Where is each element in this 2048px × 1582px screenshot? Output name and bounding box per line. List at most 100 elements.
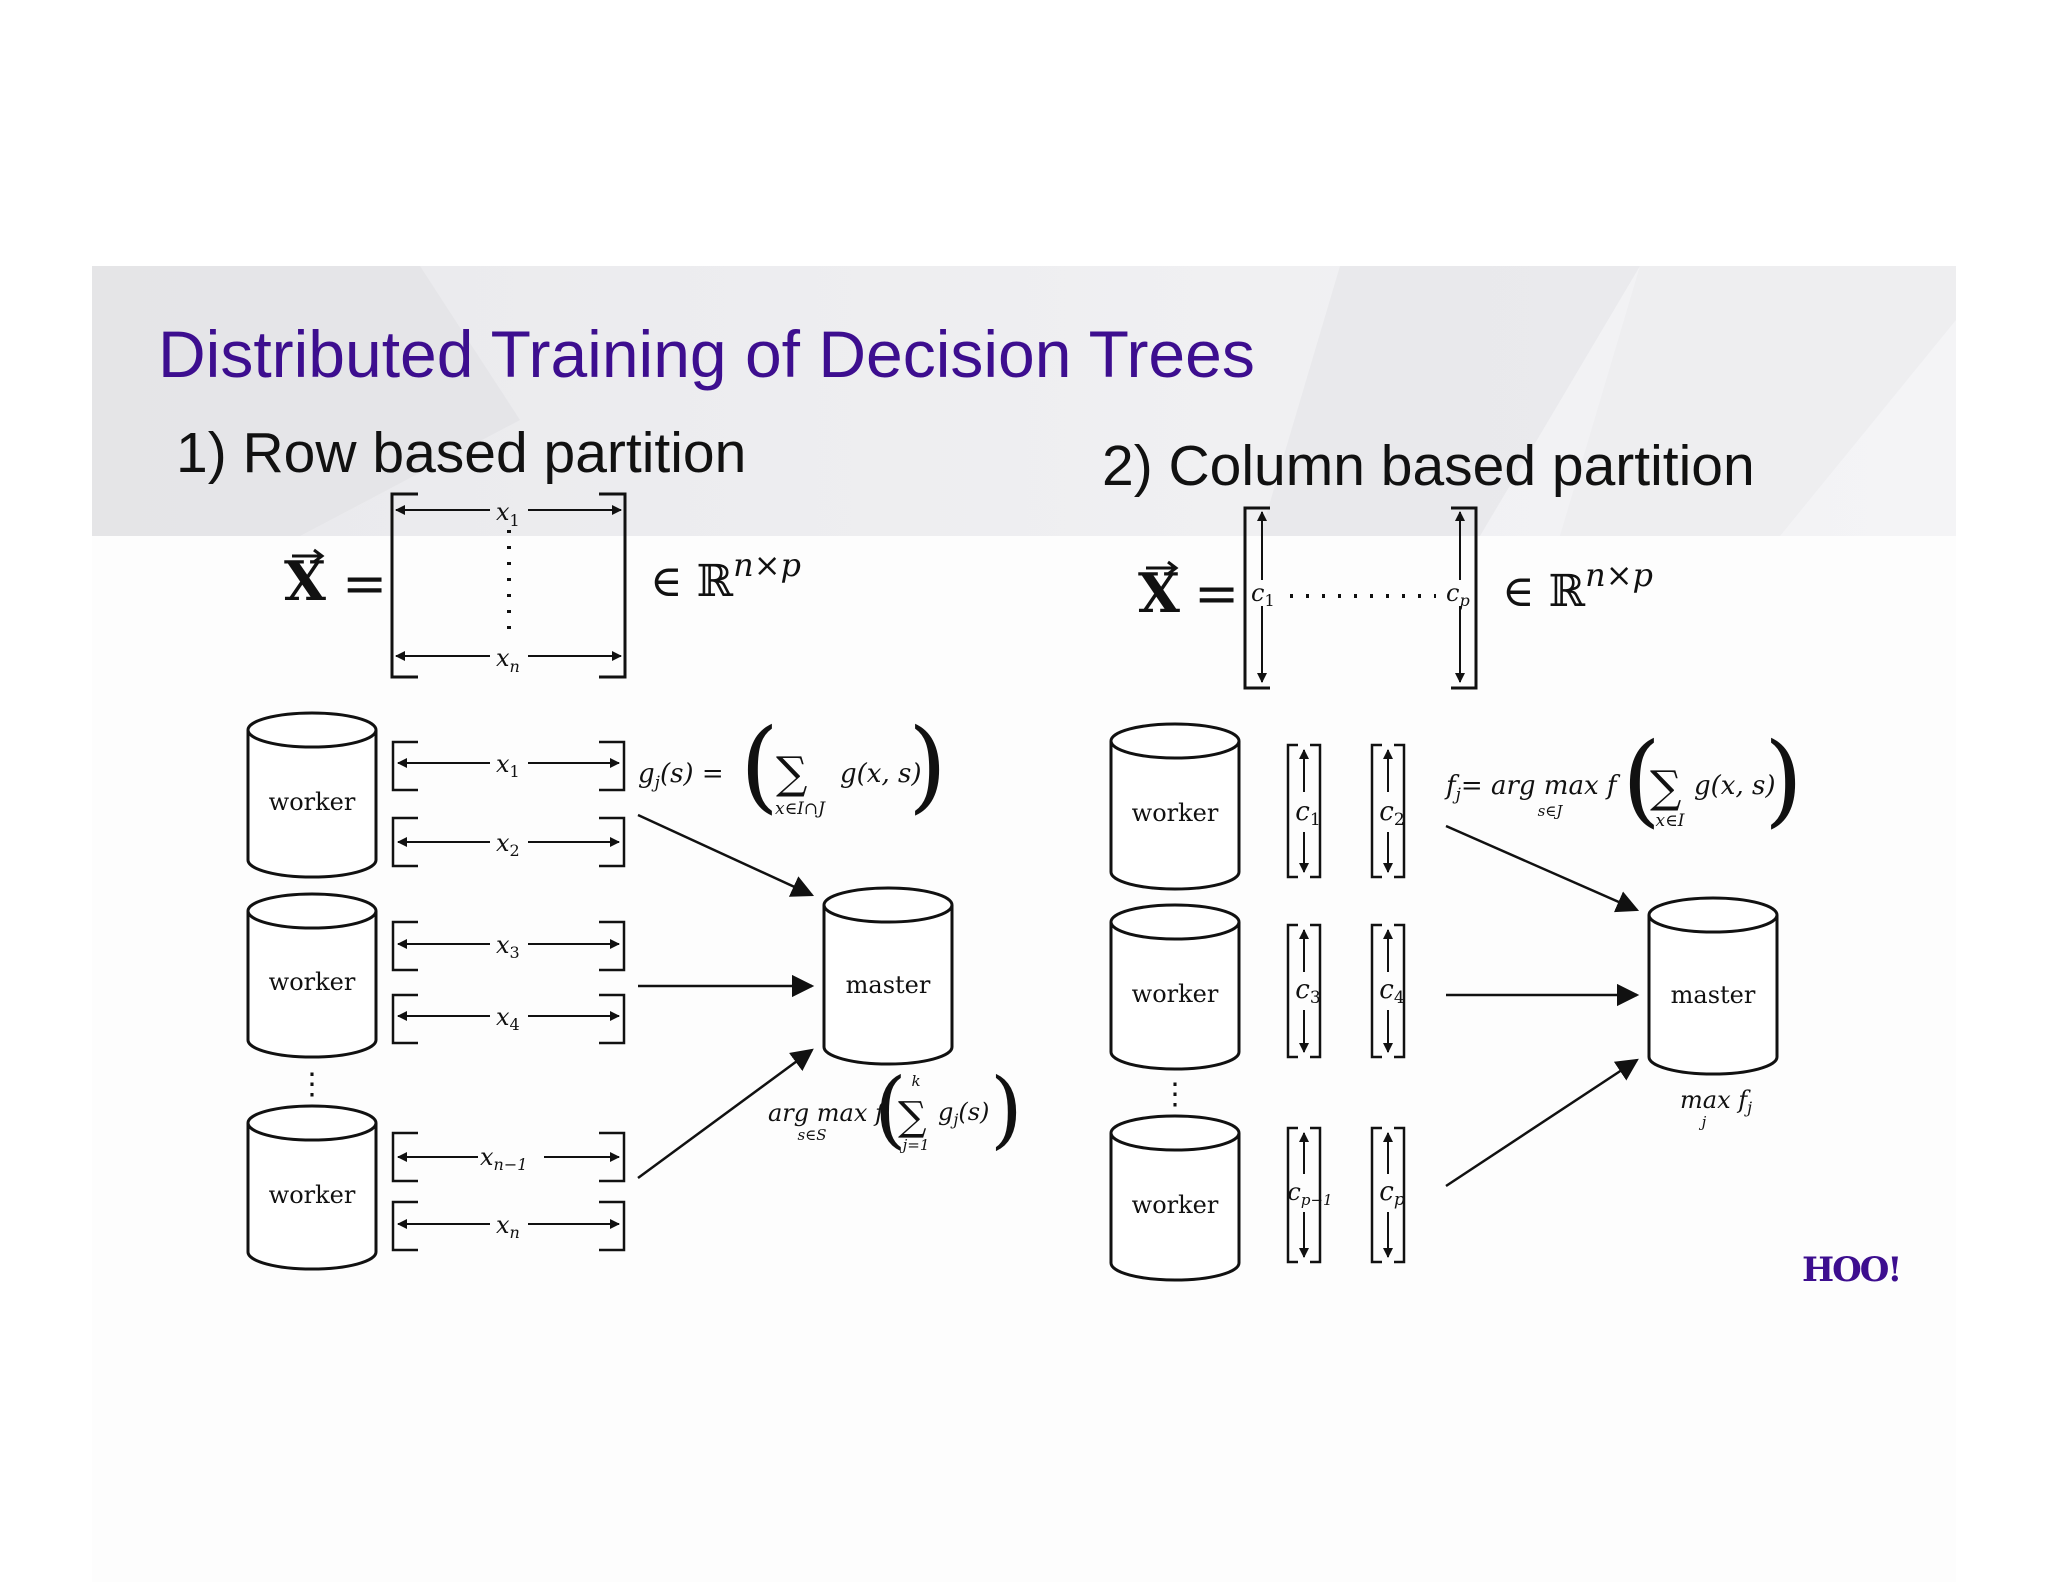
svg-text:∈ ℝn×p: ∈ ℝn×p xyxy=(1502,556,1653,617)
col-var: c xyxy=(1295,797,1310,827)
matrix-col-first: c xyxy=(1251,579,1264,607)
sum-under: x∈I∩J xyxy=(775,799,826,819)
row-var: x xyxy=(496,1211,510,1239)
svg-text:xn: xn xyxy=(496,1211,520,1242)
column-formula-fj: fj= arg max f s∈J ( ∑ x∈I g(x, s) ) xyxy=(1444,721,1803,838)
max-op: max f xyxy=(1680,1086,1751,1114)
vdots: ⋮ xyxy=(297,1067,327,1102)
formula-term: g(x, s) xyxy=(840,759,921,789)
svg-text:cp: cp xyxy=(1379,1177,1405,1210)
column-partition-panel: 2) Column based partition X = c1 cp ∈ ℝn… xyxy=(1102,434,1803,1282)
arrow-to-master xyxy=(637,1048,814,1180)
svg-text:): ) xyxy=(990,1060,1023,1158)
col-sub: 1 xyxy=(1310,810,1321,830)
svg-text:c1: c1 xyxy=(1295,797,1320,830)
worker-label: worker xyxy=(1132,980,1219,1008)
svg-text:x1: x1 xyxy=(496,498,520,530)
formula-lhs-sub: j xyxy=(1452,785,1462,805)
svg-text:cp: cp xyxy=(1446,579,1470,610)
svg-text:c4: c4 xyxy=(1379,975,1404,1008)
svg-text:x1: x1 xyxy=(496,750,520,781)
matrix-col-last: c xyxy=(1446,579,1459,607)
row-partition-xn-1: xn−1 xyxy=(391,1131,626,1183)
worker-label: worker xyxy=(269,968,356,996)
worker-label: worker xyxy=(1132,799,1219,827)
arrow-to-master xyxy=(637,813,815,897)
matrix-col-last-sub: p xyxy=(1459,591,1469,610)
row-worker-1: worker xyxy=(246,711,378,879)
row-formula-argmax: arg max f s∈S ( k ∑ j=1 gj(s) ) xyxy=(768,1060,1023,1158)
master-label: master xyxy=(846,971,931,999)
column-partition-c4: c4 xyxy=(1370,923,1406,1059)
argmax-under: s∈S xyxy=(797,1126,826,1144)
vector-arrow-icon xyxy=(292,548,325,564)
sum-symbol: ∑ xyxy=(898,1094,927,1140)
matrix-row-first-sub: 1 xyxy=(510,511,520,530)
formula-term-rest: (s) xyxy=(958,1098,989,1126)
col-var: c xyxy=(1295,975,1310,1005)
arrow-to-master xyxy=(1445,1058,1639,1188)
max-op-sub: j xyxy=(1744,1098,1752,1117)
worker-label: worker xyxy=(1132,1191,1219,1219)
formula-lhs-rest: (s) = xyxy=(660,759,724,789)
vdots: ⋮ xyxy=(1160,1077,1190,1112)
svg-text:xn−1: xn−1 xyxy=(480,1143,527,1174)
column-worker-2: worker xyxy=(1109,903,1241,1071)
svg-text:max fj: max fj xyxy=(1680,1086,1752,1117)
column-partition-c2: c2 xyxy=(1370,743,1406,879)
svg-text:): ) xyxy=(908,707,947,824)
column-partition-cp-1: cp−1 xyxy=(1286,1126,1333,1264)
formula-lhs: g xyxy=(638,759,655,789)
argmax-under: s∈J xyxy=(1538,802,1564,820)
matrix-set: ∈ ℝ xyxy=(1502,566,1586,617)
svg-text:x3: x3 xyxy=(496,931,520,962)
formula-term-sub: j xyxy=(950,1110,958,1129)
svg-text:): ) xyxy=(1764,721,1803,838)
formula-term: g xyxy=(938,1098,953,1126)
sum-symbol: ∑ xyxy=(776,748,807,799)
col-var: c xyxy=(1379,975,1394,1005)
matrix-set-dim: n×p xyxy=(1585,556,1653,594)
matrix-equals: = xyxy=(1194,562,1239,625)
col-var: c xyxy=(1287,1178,1300,1206)
vector-arrow-icon xyxy=(1146,560,1179,576)
matrix-left-bracket xyxy=(390,492,418,679)
arrow-to-master xyxy=(1445,824,1640,913)
matrix-set: ∈ ℝ xyxy=(650,556,734,607)
column-matrix: X = c1 cp ∈ ℝn×p xyxy=(1138,506,1653,690)
col-sub: p xyxy=(1394,1190,1405,1210)
matrix-right-bracket xyxy=(1451,506,1478,690)
svg-text:x2: x2 xyxy=(496,829,520,860)
row-worker-3: worker xyxy=(246,1104,378,1271)
sum-over: k xyxy=(911,1072,920,1090)
max-under: j xyxy=(1699,1113,1707,1131)
master-label: master xyxy=(1671,981,1756,1009)
svg-text:xn: xn xyxy=(496,644,520,676)
svg-text:gj(s) =: gj(s) = xyxy=(638,759,724,793)
row-partition-x1: x1 xyxy=(391,740,626,792)
matrix-equals: = xyxy=(342,552,387,615)
col-sub: 3 xyxy=(1310,988,1321,1008)
worker-label: worker xyxy=(269,788,356,816)
col-var: c xyxy=(1379,797,1394,827)
row-sub: 2 xyxy=(510,841,520,860)
matrix-col-first-sub: 1 xyxy=(1264,591,1274,610)
row-formula-gj: gj(s) = ( ∑ x∈I∩J g(x, s) ) xyxy=(638,707,947,824)
row-var: x xyxy=(480,1143,494,1171)
formula-lhs-rest: = arg max f xyxy=(1461,771,1621,801)
svg-text:cp−1: cp−1 xyxy=(1287,1178,1332,1209)
svg-text:gj(s): gj(s) xyxy=(938,1098,989,1129)
argmax-op: arg max f xyxy=(768,1099,888,1127)
row-partition-x2: x2 xyxy=(391,816,626,868)
svg-text:c3: c3 xyxy=(1295,975,1320,1008)
svg-text:fj= arg max f: fj= arg max f xyxy=(1444,771,1621,805)
row-partition-heading: 1) Row based partition xyxy=(176,421,746,485)
row-master: master xyxy=(822,886,954,1066)
row-partition-x4: x4 xyxy=(391,993,626,1045)
row-sub: n xyxy=(510,1223,520,1242)
row-var: x xyxy=(496,750,510,778)
column-worker-3: worker xyxy=(1109,1114,1241,1282)
column-partition-cp: cp xyxy=(1370,1126,1406,1264)
row-partition-xn: xn xyxy=(391,1200,626,1252)
sum-under: j=1 xyxy=(900,1136,930,1154)
